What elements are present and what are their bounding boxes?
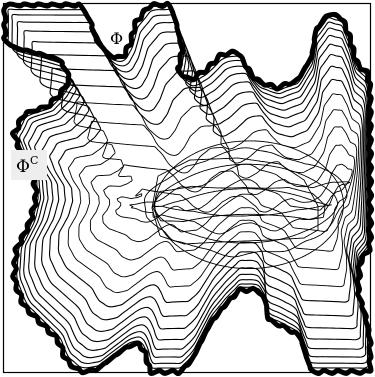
level-set-contours bbox=[3, 3, 371, 373]
contour-line bbox=[89, 126, 358, 261]
contour-line bbox=[154, 140, 344, 270]
contour-line bbox=[152, 185, 326, 222]
phi-complement-label: ΦC bbox=[11, 150, 47, 180]
contour-line bbox=[30, 40, 367, 343]
phi-complement-base: Φ bbox=[16, 157, 30, 177]
contour-line bbox=[151, 157, 319, 245]
phi-complement-superscript: C bbox=[30, 154, 38, 167]
contour-line bbox=[22, 30, 369, 351]
contour-line bbox=[153, 188, 332, 217]
contour-line bbox=[57, 78, 363, 308]
phi-complement-label-text: ΦC bbox=[16, 154, 38, 177]
phi-complement-label-box bbox=[11, 150, 47, 180]
contour-line bbox=[153, 163, 339, 244]
contour-line bbox=[67, 93, 362, 293]
phi-label: Φ bbox=[110, 29, 123, 48]
contour-line bbox=[78, 109, 360, 278]
contour-line bbox=[39, 53, 366, 332]
phi-label-text: Φ bbox=[110, 29, 123, 48]
contour-line bbox=[102, 144, 355, 243]
contour-line bbox=[129, 163, 351, 235]
